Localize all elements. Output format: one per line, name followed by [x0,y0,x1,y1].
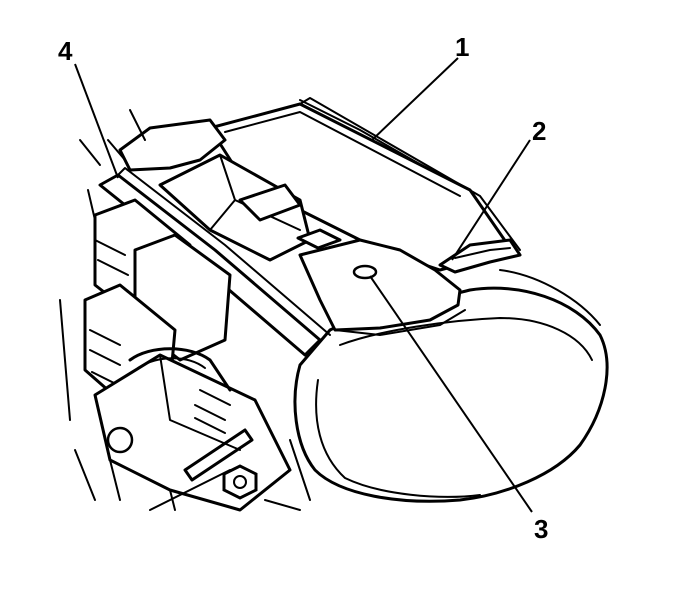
hex-nut-center [233,475,247,489]
lower-frame-lines [59,299,311,511]
leader-line-2 [451,139,531,261]
shroud-tab-edge [454,247,511,259]
slotted-rail-edge [117,167,331,336]
callout-4: 4 [58,36,73,66]
cover-inner-edge [339,317,593,361]
leader-line-1 [371,57,459,141]
upper-shroud-top-line [299,99,431,171]
release-lever [128,347,232,392]
upper-shroud-ridge [224,111,461,197]
center-bracket-face [209,154,301,231]
lock-housing [238,183,302,222]
upper-shroud-edge [299,97,521,251]
leader-line-4 [74,63,119,179]
bracket-ribs [89,239,129,386]
tube-edges [109,354,241,511]
callout-3: 3 [534,514,548,544]
left-edge-lines [79,139,101,221]
trim-plate-underside [319,299,466,336]
retaining-hole [352,264,378,280]
left-shroud-piece [118,118,227,172]
cover-inner-edge-2 [315,379,481,498]
release-lever-2 [137,357,206,369]
cover-right-lip [499,269,601,326]
small-tab [296,228,342,250]
left-shroud-top [107,109,146,161]
tube-grille [194,389,231,434]
leader-line-3 [369,275,533,513]
tube-bolt-hole [106,426,134,454]
callout-1: 1 [455,32,469,62]
callout-2: 2 [532,116,546,146]
